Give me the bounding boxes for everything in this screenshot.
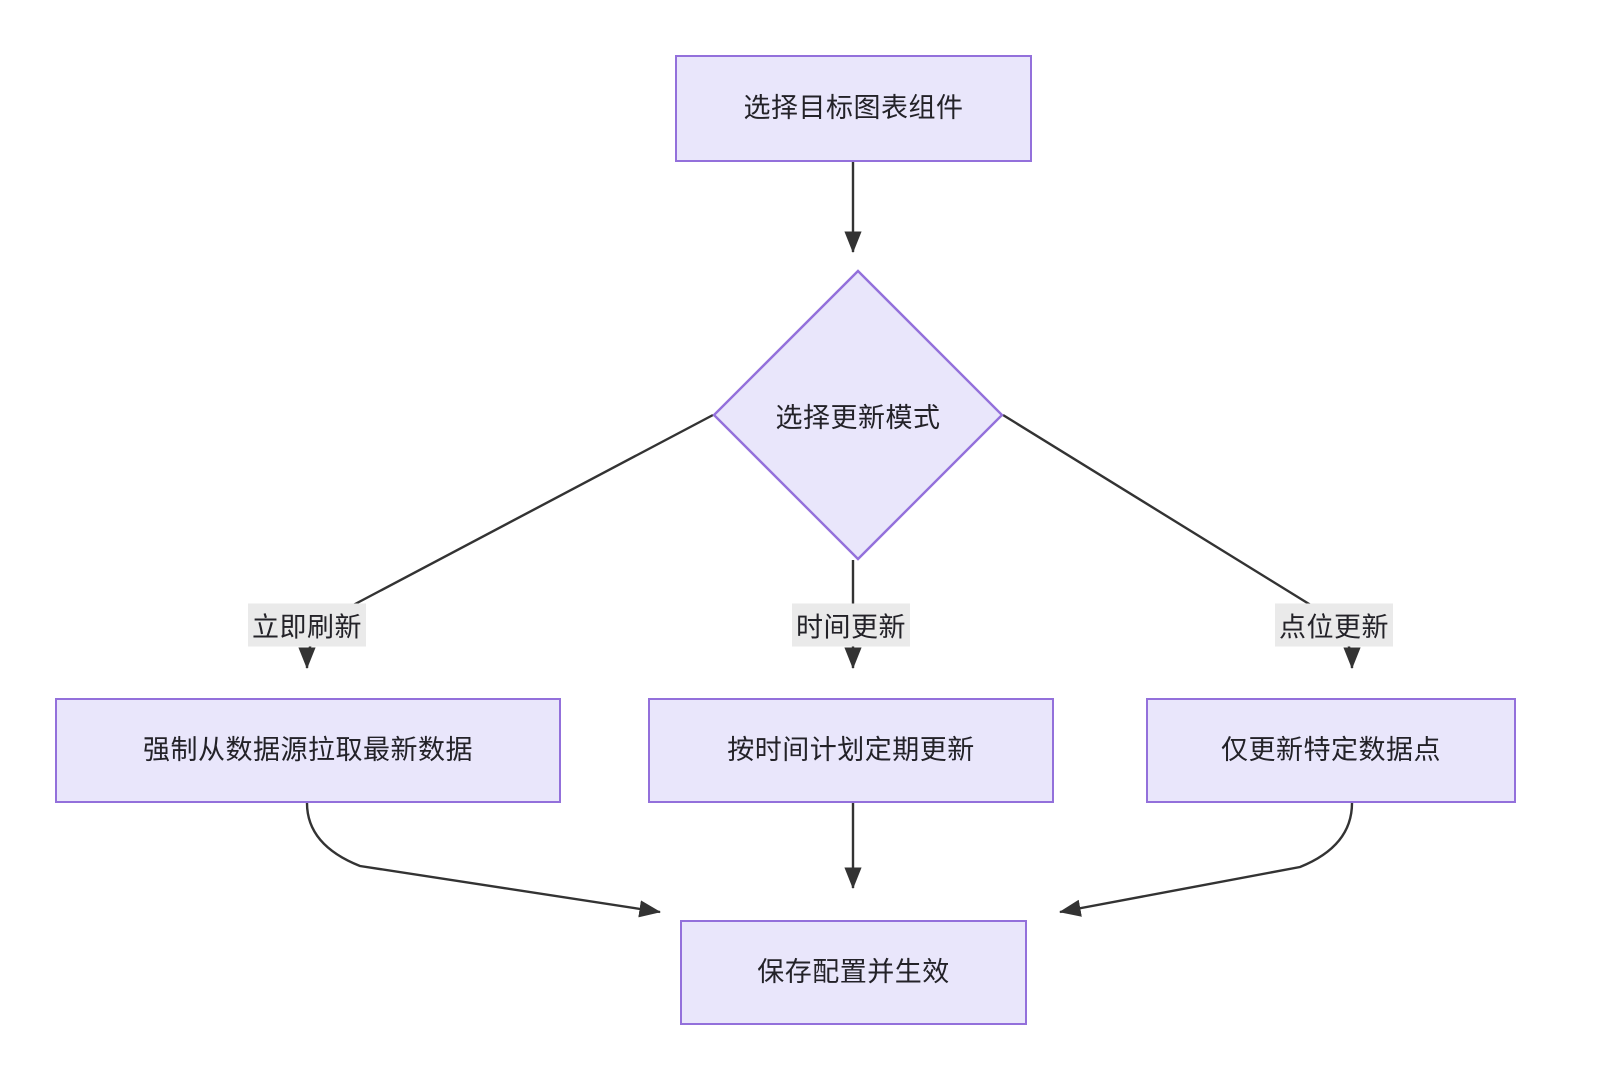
node-label-text: 选择更新模式 <box>775 402 941 433</box>
node-label: 选择更新模式 <box>712 269 1004 561</box>
node-update-specific-points[interactable]: 仅更新特定数据点 <box>1146 698 1516 803</box>
node-label: 按时间计划定期更新 <box>727 735 975 766</box>
diamond-shape <box>712 269 1004 561</box>
node-save-and-apply[interactable]: 保存配置并生效 <box>680 920 1027 1025</box>
node-select-chart-component[interactable]: 选择目标图表组件 <box>675 55 1032 162</box>
edge-decision-to-branch1 <box>298 413 714 669</box>
node-scheduled-periodic-update[interactable]: 按时间计划定期更新 <box>648 698 1054 803</box>
node-label: 保存配置并生效 <box>757 957 950 988</box>
edge-label-pointwise-update: 点位更新 <box>1275 603 1393 647</box>
node-force-pull-latest-data[interactable]: 强制从数据源拉取最新数据 <box>55 698 561 803</box>
node-label: 强制从数据源拉取最新数据 <box>143 735 473 766</box>
node-label: 仅更新特定数据点 <box>1221 735 1441 766</box>
node-label: 选择目标图表组件 <box>743 93 964 124</box>
edge-label-scheduled-update: 时间更新 <box>792 603 910 647</box>
edge-branch3-to-end <box>1059 802 1354 917</box>
edge-label-immediate-refresh: 立即刷新 <box>248 603 366 647</box>
node-select-update-mode[interactable]: 选择更新模式 <box>712 269 1004 561</box>
edge-branch1-to-end <box>305 802 661 918</box>
